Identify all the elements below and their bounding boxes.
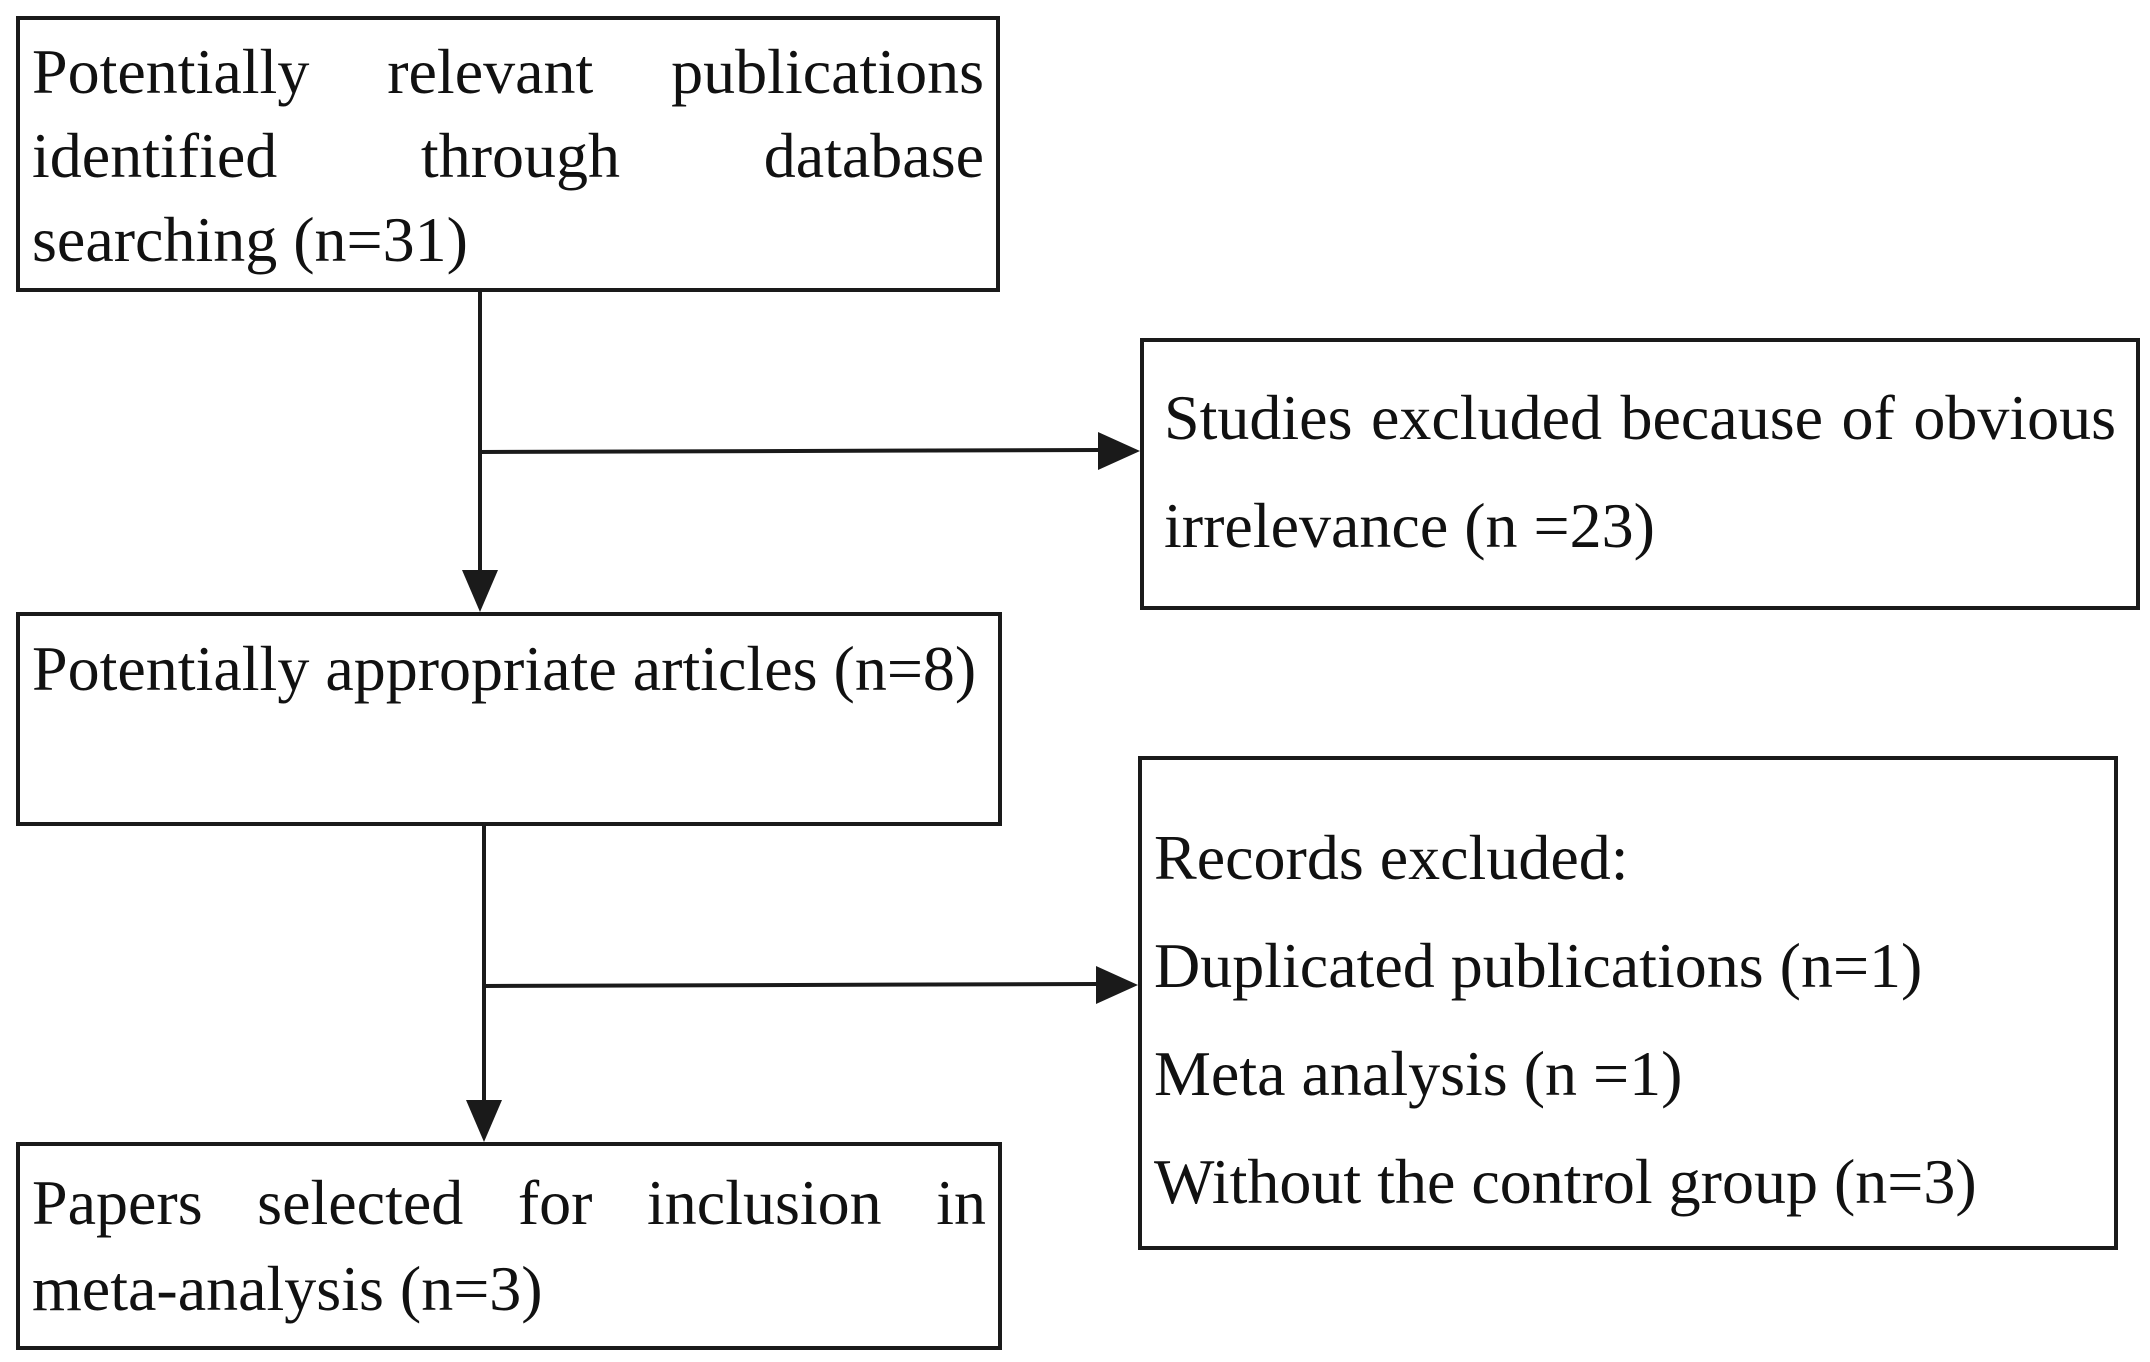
arrowhead-down-2 [466, 1100, 502, 1142]
included-box: Papers selected for inclusion in meta-an… [16, 1142, 1002, 1350]
records-excluded-heading: Records excluded: [1154, 822, 1629, 893]
appropriate-text: Potentially appropriate articles (n=8) [32, 633, 977, 704]
identified-text: Potentially relevant publications identi… [32, 36, 984, 275]
identified-box: Potentially relevant publications identi… [16, 16, 1000, 292]
records-excluded-item: Without the control group (n=3) [1154, 1146, 1977, 1217]
connector-branch-excluded-2 [483, 982, 1099, 988]
excluded-irrelevant-text: Studies excluded because of obvious irre… [1164, 382, 2116, 561]
records-excluded-item: Meta analysis (n =1) [1154, 1038, 1683, 1109]
connector-branch-excluded-1 [479, 448, 1101, 454]
arrowhead-right-2 [1096, 966, 1138, 1004]
arrowhead-down-1 [462, 570, 498, 612]
excluded-irrelevant-box: Studies excluded because of obvious irre… [1140, 338, 2140, 610]
records-excluded-item: Duplicated publications (n=1) [1154, 930, 1923, 1001]
appropriate-box: Potentially appropriate articles (n=8) [16, 612, 1002, 826]
arrowhead-right-1 [1098, 432, 1140, 470]
included-text: Papers selected for inclusion in meta-an… [32, 1167, 986, 1324]
records-excluded-box: Records excluded: Duplicated publication… [1138, 756, 2118, 1250]
